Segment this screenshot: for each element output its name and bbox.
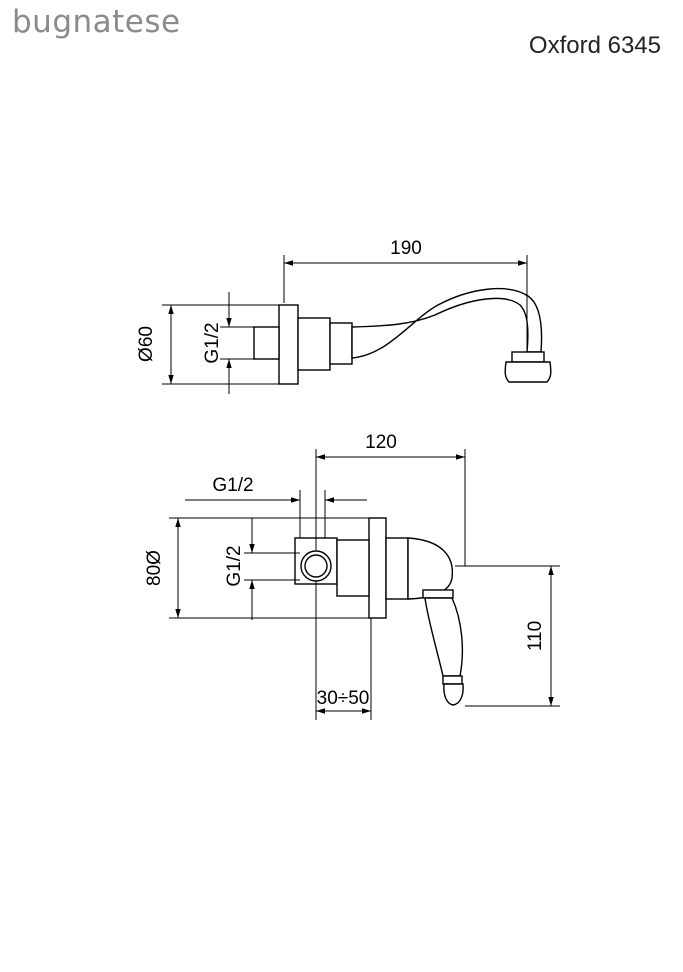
dim-side-thread-label: G1/2 [224,545,245,586]
spout-arm [351,287,543,359]
lever-tip [443,683,464,706]
connector-pipe [253,326,280,360]
dim-depth-label: 30÷50 [317,688,370,709]
mixer-side-view: 120 G1/2 80Ø G1/2 30÷50 110 [144,432,560,720]
model-title: Oxford 6345 [528,32,661,59]
aerator-top [511,351,545,363]
brand-logo: bugnatese [12,4,181,40]
lever-collar [422,589,454,599]
mixer-wall-plate [368,517,387,619]
dim-diameter-80-label: 80Ø [144,550,165,586]
aerator [504,361,552,383]
dim-top-thread-label: G1/2 [212,475,253,496]
spout-collar-ring [329,322,353,365]
handle-hub [385,537,409,600]
lever-ring [442,675,463,685]
dim-120-label: 120 [365,432,397,453]
dim-190-label: 190 [390,238,422,259]
dim-diameter-60-label: Ø60 [136,326,157,362]
spout-side-view: 190 Ø60 G1/2 [136,238,552,394]
valve-collar [336,539,370,597]
inlet-circle-inner [304,554,328,578]
dim-110-label: 110 [525,621,546,651]
dim-thread-g12-label: G1/2 [202,322,223,363]
wall-plate [278,304,299,385]
lever-grip [424,597,464,677]
spout-collar [297,317,331,371]
